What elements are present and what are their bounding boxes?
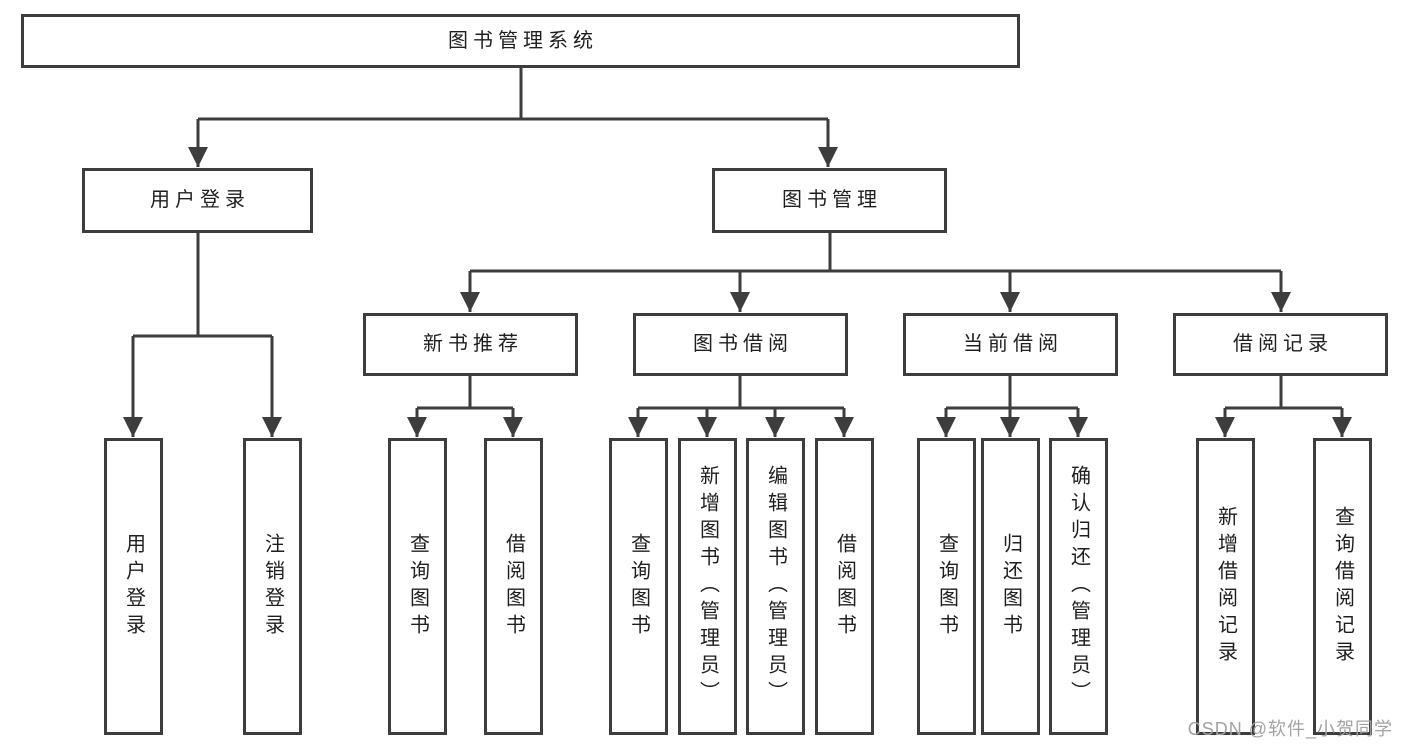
- leaf-query-borrow-record: 查询借阅记录: [1313, 438, 1372, 735]
- connector-borrow-records-to-leaves: [1215, 376, 1352, 437]
- node-user-login: 用户登录: [82, 168, 313, 233]
- leaf-add-borrow-record: 新增借阅记录: [1196, 438, 1255, 735]
- leaf-add-book-admin: 新增图书（管理员）: [678, 438, 737, 735]
- connector-current-borrow-to-leaves: [936, 376, 1088, 437]
- leaf-user-login: 用户登录: [104, 438, 163, 735]
- connector-new-book-to-leaves: [407, 376, 523, 437]
- connector-book-mgmt-to-level3: [460, 233, 1291, 312]
- leaf-query-book-current: 查询图书: [917, 438, 976, 735]
- node-borrow-records: 借阅记录: [1173, 313, 1388, 376]
- leaf-borrow-book-recommend: 借阅图书: [484, 438, 543, 735]
- node-current-borrow: 当前借阅: [903, 313, 1118, 376]
- node-book-borrow: 图书借阅: [633, 313, 848, 376]
- leaf-confirm-return-admin: 确认归还（管理员）: [1049, 438, 1108, 735]
- node-book-management: 图书管理: [712, 168, 947, 233]
- node-new-book-recommend: 新书推荐: [363, 313, 578, 376]
- leaf-query-book-recommend: 查询图书: [388, 438, 447, 735]
- connector-user-login-to-leaves: [123, 233, 282, 437]
- node-root-system: 图书管理系统: [21, 14, 1020, 68]
- leaf-edit-book-admin: 编辑图书（管理员）: [746, 438, 805, 735]
- leaf-query-book-borrow: 查询图书: [609, 438, 668, 735]
- csdn-watermark: CSDN @软件_小贺同学: [1187, 719, 1393, 739]
- leaf-return-book: 归还图书: [981, 438, 1040, 735]
- leaf-borrow-book: 借阅图书: [815, 438, 874, 735]
- connector-root-to-level2: [188, 68, 838, 167]
- connector-book-borrow-to-leaves: [628, 376, 854, 437]
- leaf-logout: 注销登录: [243, 438, 302, 735]
